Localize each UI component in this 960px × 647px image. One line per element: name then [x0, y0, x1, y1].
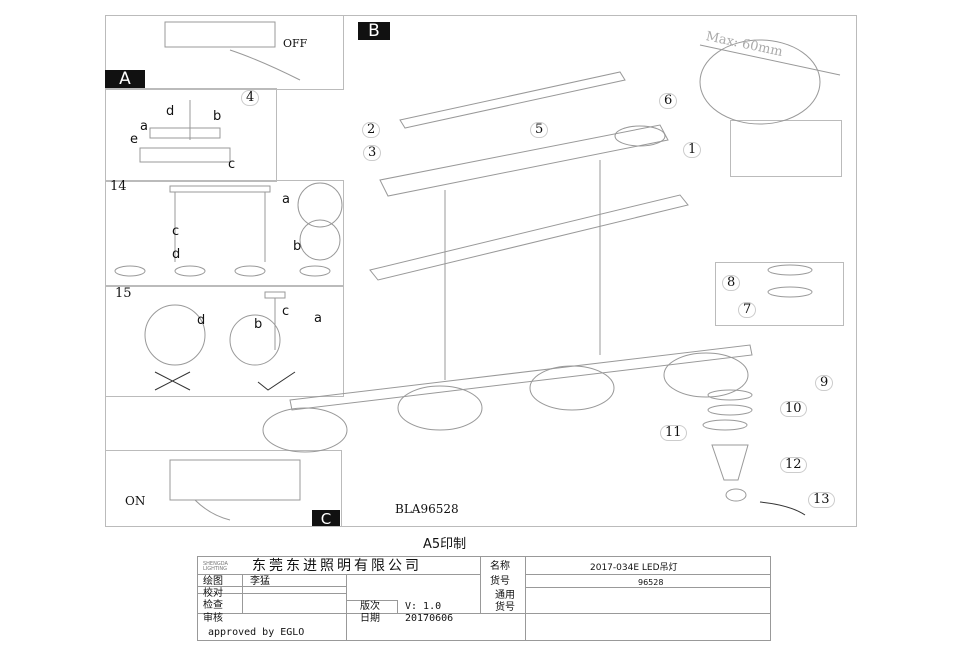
- date-value: 20170606: [405, 613, 454, 624]
- step-4-box: [105, 88, 277, 182]
- panel-a-box: [105, 15, 344, 90]
- print-size-label: A5印制: [423, 537, 467, 552]
- panel-c-label: C: [312, 510, 340, 528]
- label-b: b: [213, 109, 222, 124]
- step-1: 1: [683, 142, 702, 158]
- step-8: 8: [722, 275, 741, 291]
- step-6: 6: [659, 93, 678, 109]
- label-a-15: a: [314, 311, 322, 326]
- label-e: e: [130, 132, 138, 147]
- inspect-label: 检查: [203, 600, 223, 611]
- step-13: 13: [808, 492, 835, 508]
- drawn-label: 绘图: [203, 576, 223, 587]
- approved-by: approved by EGLO: [208, 627, 305, 638]
- step-7: 7: [738, 302, 757, 318]
- date-label: 日期: [360, 613, 380, 624]
- name-label: 名称: [490, 561, 510, 572]
- general-item-label: 通用货号: [495, 590, 515, 613]
- step-9: 9: [815, 375, 834, 391]
- drawn-value: 李猛: [250, 576, 270, 587]
- item-no-label: 货号: [490, 576, 510, 587]
- panel-c-box: [105, 450, 342, 527]
- step-14-box: [105, 180, 344, 287]
- label-b-15: b: [254, 317, 263, 332]
- step-3: 3: [363, 145, 382, 161]
- on-label: ON: [125, 494, 146, 508]
- step-14: 14: [110, 179, 127, 194]
- step-15: 15: [115, 286, 132, 301]
- label-b-14: b: [293, 239, 302, 254]
- version-label: 版次: [360, 601, 380, 612]
- panel-b-label: B: [358, 22, 390, 40]
- panel-a-label: A: [105, 70, 145, 88]
- label-a-14: a: [282, 192, 290, 207]
- off-label: OFF: [283, 37, 308, 50]
- company-name: 东莞东进照明有限公司: [252, 558, 422, 574]
- label-a: a: [140, 119, 148, 134]
- model-number: BLA96528: [395, 502, 459, 516]
- step-7-8-box: [715, 262, 844, 326]
- review-label: 审核: [203, 613, 223, 624]
- step-10: 10: [780, 401, 807, 417]
- step-2: 2: [362, 122, 381, 138]
- step-15-box: [105, 285, 344, 397]
- item-no-value: 96528: [638, 578, 664, 587]
- label-c-15: c: [282, 304, 290, 319]
- company-logo: SHENGDA LIGHTING: [203, 561, 228, 572]
- checked-label: 校对: [203, 588, 223, 599]
- label-d-15: d: [197, 313, 206, 328]
- label-d: d: [166, 104, 175, 119]
- name-value: 2017-034E LED吊灯: [590, 563, 678, 573]
- label-c-14: c: [172, 224, 180, 239]
- step-12: 12: [780, 457, 807, 473]
- label-d-14: d: [172, 247, 181, 262]
- step-11: 11: [660, 425, 687, 441]
- label-c: c: [228, 157, 236, 172]
- version-value: V: 1.0: [405, 601, 442, 612]
- step-5: 5: [530, 122, 549, 138]
- step-4: 4: [241, 90, 260, 106]
